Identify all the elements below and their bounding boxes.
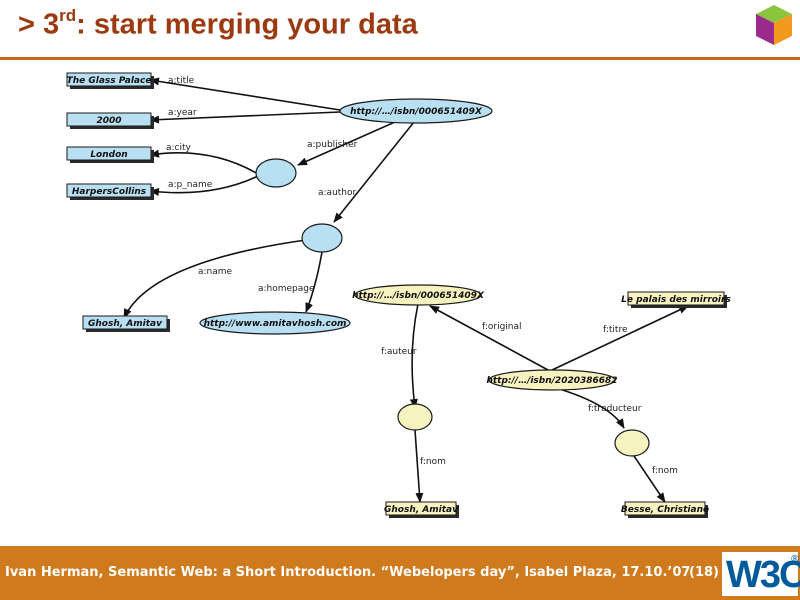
w3c-logo-text: W3C bbox=[726, 554, 800, 596]
edge-a-year bbox=[149, 111, 341, 124]
label-f-nom-author: f:nom bbox=[420, 457, 446, 467]
svg-text:London: London bbox=[90, 150, 127, 160]
literal-publisher: HarpersCollins bbox=[66, 183, 154, 200]
edge-a-author bbox=[333, 121, 415, 223]
label-f-auteur: f:auteur bbox=[381, 347, 417, 357]
label-a-year: a:year bbox=[168, 108, 197, 118]
label-a-author: a:author bbox=[318, 188, 357, 198]
w3c-logo: W3C ® bbox=[722, 552, 800, 596]
footer-citation: Ivan Herman, Semantic Web: a Short Intro… bbox=[5, 565, 691, 580]
literal-year: 2000 bbox=[66, 112, 154, 129]
title-divider bbox=[0, 57, 800, 60]
label-a-name: a:name bbox=[198, 267, 233, 277]
edge-a-title bbox=[149, 77, 341, 111]
edge-f-original bbox=[429, 305, 549, 371]
svg-text:The Glass Palace: The Glass Palace bbox=[67, 76, 152, 86]
label-a-publisher: a:publisher bbox=[307, 140, 358, 150]
svg-text:Le palais des mirroirs: Le palais des mirroirs bbox=[621, 295, 731, 305]
edge-a-city bbox=[149, 149, 259, 175]
blank-node-traducteur bbox=[614, 429, 650, 457]
svg-text:http://www.amitavhosh.com: http://www.amitavhosh.com bbox=[204, 319, 347, 329]
slide-title-superscript: rd bbox=[59, 6, 77, 25]
svg-text:Besse, Christiane: Besse, Christiane bbox=[621, 505, 709, 515]
label-f-original: f:original bbox=[482, 322, 522, 332]
slide-title-prefix: > 3 bbox=[18, 8, 60, 41]
semantic-web-cube-icon bbox=[756, 5, 792, 45]
literal-titre: Le palais des mirroirs bbox=[621, 291, 731, 308]
svg-text:http://…/isbn/000651409X: http://…/isbn/000651409X bbox=[352, 291, 485, 301]
node-book-uri-a: http://…/isbn/000651409X bbox=[339, 98, 493, 124]
rdf-merge-diagram: a:title a:year a:publisher a:city a:p_na… bbox=[66, 72, 731, 518]
literal-translator-name: Besse, Christiane bbox=[621, 501, 709, 518]
slide-title: > 3rd: start merging your data bbox=[18, 6, 418, 42]
registered-mark: ® bbox=[790, 554, 800, 565]
edge-a-homepage bbox=[305, 251, 323, 313]
edge-f-nom-author bbox=[414, 429, 424, 503]
label-a-title: a:title bbox=[168, 76, 195, 86]
literal-city: London bbox=[66, 146, 154, 163]
edge-f-auteur bbox=[409, 303, 419, 409]
slide-number: (18) bbox=[689, 565, 719, 580]
node-translation-uri: http://…/isbn/2020386682 bbox=[486, 369, 618, 391]
edge-f-nom-translator bbox=[633, 455, 666, 503]
literal-title: The Glass Palace bbox=[66, 72, 154, 89]
literal-auteur-name: Ghosh, Amitav bbox=[384, 501, 459, 518]
label-a-homepage: a:homepage bbox=[258, 284, 315, 294]
edge-a-p-name bbox=[149, 175, 259, 196]
label-f-traducteur: f:traducteur bbox=[588, 404, 642, 414]
edge-f-titre bbox=[551, 305, 689, 371]
blank-node-auteur bbox=[397, 403, 433, 431]
edge-f-traducteur bbox=[555, 387, 625, 429]
blank-node-publisher bbox=[255, 158, 297, 188]
edge-a-name bbox=[123, 239, 307, 319]
node-original-uri-f: http://…/isbn/000651409X bbox=[352, 284, 485, 306]
svg-text:2000: 2000 bbox=[96, 116, 121, 126]
svg-text:HarpersCollins: HarpersCollins bbox=[72, 187, 147, 197]
node-homepage-uri: http://www.amitavhosh.com bbox=[199, 311, 351, 335]
label-f-titre: f:titre bbox=[603, 325, 628, 335]
literal-author-name: Ghosh, Amitav bbox=[82, 315, 170, 332]
blank-node-author bbox=[301, 223, 343, 253]
label-a-city: a:city bbox=[166, 143, 192, 153]
label-f-nom-translator: f:nom bbox=[652, 466, 678, 476]
svg-text:Ghosh, Amitav: Ghosh, Amitav bbox=[88, 319, 163, 329]
edge-a-publisher bbox=[297, 121, 396, 166]
slide-title-rest: : start merging your data bbox=[76, 8, 418, 41]
label-a-p-name: a:p_name bbox=[168, 180, 213, 190]
svg-text:http://…/isbn/2020386682: http://…/isbn/2020386682 bbox=[486, 376, 617, 386]
svg-text:http://…/isbn/000651409X: http://…/isbn/000651409X bbox=[350, 107, 483, 117]
slide-footer: Ivan Herman, Semantic Web: a Short Intro… bbox=[0, 546, 800, 600]
svg-text:Ghosh, Amitav: Ghosh, Amitav bbox=[384, 505, 459, 515]
